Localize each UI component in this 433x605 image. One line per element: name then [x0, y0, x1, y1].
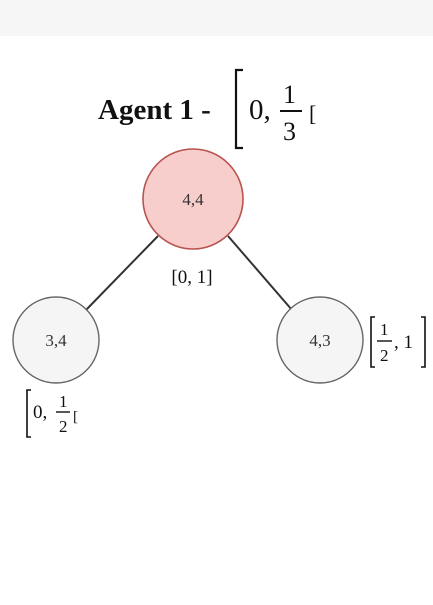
edge-root-left [85, 235, 159, 311]
root-node[interactable]: 4,4 [142, 148, 244, 250]
root-node-circle[interactable] [142, 148, 244, 250]
bottom-blank-area [0, 448, 433, 605]
left-interval-frac-num: 1 [59, 392, 68, 411]
right-child-label: 4,3 [309, 331, 330, 350]
left-interval-lower: 0, [33, 402, 47, 423]
right-child-circle[interactable] [276, 296, 364, 384]
left-child-label: 3,4 [45, 331, 67, 350]
left-child-node[interactable]: 3,4 [12, 296, 100, 384]
title-open-bracket [234, 68, 243, 150]
left-child-interval: 0, 1 2 [ [26, 389, 78, 438]
right-interval-upper: , 1 [394, 332, 413, 353]
edge-root-right [227, 235, 293, 311]
title: Agent 1 - 0, 1 3 [ [98, 68, 316, 150]
title-agent-label: Agent 1 - [98, 94, 211, 126]
right-child-node[interactable]: 4,3 [276, 296, 364, 384]
title-frac-den: 3 [283, 117, 296, 146]
root-node-label: 4,4 [182, 190, 204, 209]
left-child-circle[interactable] [12, 296, 100, 384]
title-frac-num: 1 [283, 80, 296, 109]
root-interval: [0, 1] [171, 267, 212, 288]
left-interval-frac-den: 2 [59, 417, 68, 436]
right-interval-open-bracket [370, 316, 375, 368]
right-child-interval: 1 2 , 1 [370, 316, 426, 368]
right-interval-close-bracket [421, 316, 426, 368]
title-close-bracket: [ [309, 101, 316, 126]
title-interval-lower: 0, [249, 94, 271, 126]
top-band [0, 0, 433, 36]
right-interval-frac-den: 2 [380, 346, 389, 365]
left-interval-close-bracket: [ [73, 409, 78, 425]
right-interval-frac-num: 1 [380, 320, 389, 339]
left-interval-open-bracket [26, 389, 31, 438]
